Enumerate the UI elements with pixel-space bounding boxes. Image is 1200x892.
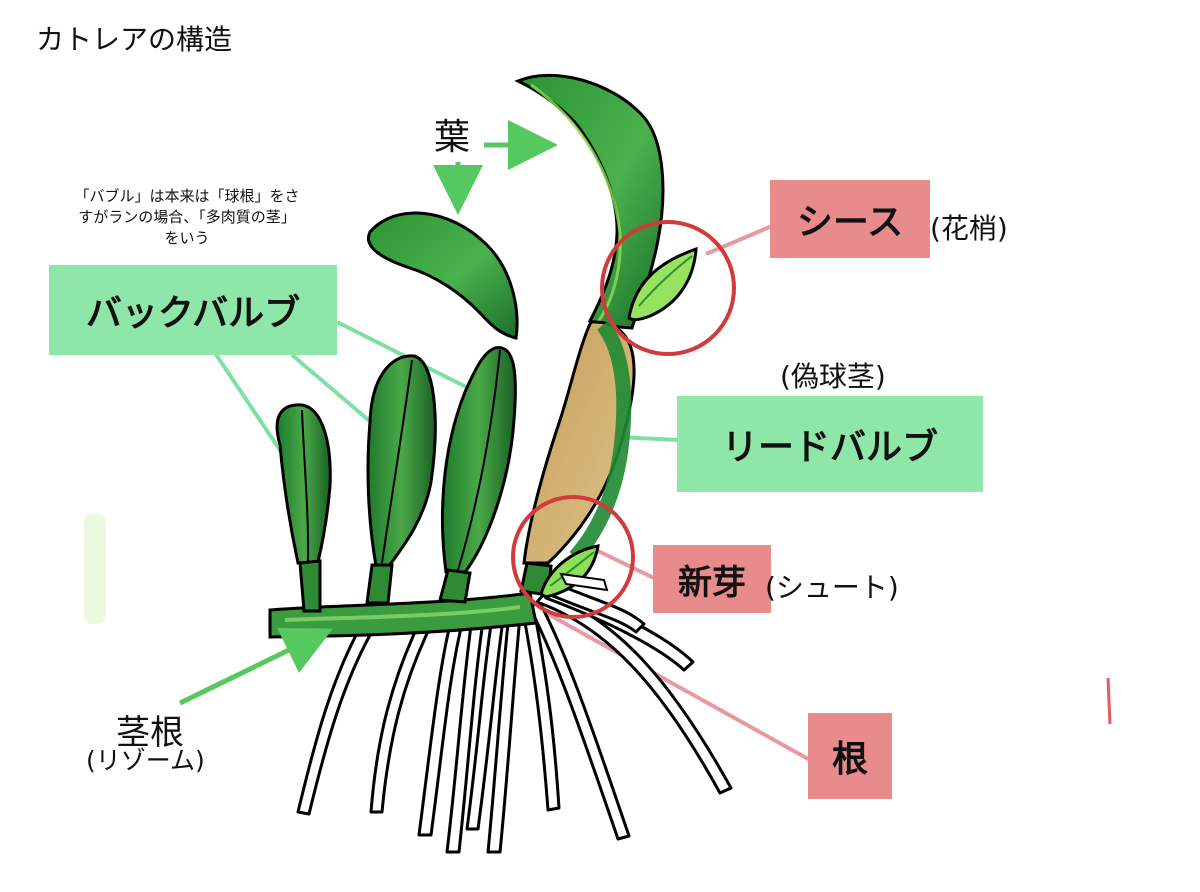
rhizome-label: 茎根 bbox=[116, 713, 184, 753]
lead-bulb-label-box: リードバルブ bbox=[677, 396, 983, 492]
green-arrows bbox=[178, 120, 558, 706]
sheath-aside-label: (花梢) bbox=[930, 212, 1008, 245]
note-line: をいう bbox=[164, 229, 210, 247]
sheath-label-box: シース bbox=[770, 180, 930, 258]
callout-circles bbox=[511, 220, 736, 619]
pseudobulb-aside-label: (偽球茎) bbox=[780, 360, 886, 393]
new-bud-label: 新芽 bbox=[678, 562, 746, 603]
back-bulb-label-box: バックバルブ bbox=[49, 265, 337, 355]
back-bulb-2 bbox=[365, 354, 437, 605]
lead-bulb bbox=[514, 73, 665, 597]
new-bud-aside-label: (シュート) bbox=[765, 571, 899, 604]
page-title: カトレアの構造 bbox=[36, 23, 233, 56]
leaf-label: 葉 bbox=[434, 117, 471, 158]
root-label-box: 根 bbox=[808, 713, 892, 799]
new-bud-shape bbox=[539, 544, 609, 599]
sheath-label: シース bbox=[796, 202, 904, 243]
roots bbox=[296, 583, 733, 854]
new-bud-label-box: 新芽 bbox=[653, 545, 771, 613]
back-bulb-3 bbox=[366, 211, 519, 604]
note-line: 「バブル」は本来は「球根」をさ bbox=[74, 187, 300, 205]
lead-bulb-label: リードバルブ bbox=[721, 427, 938, 468]
rhizome-aside-label: (リゾーム) bbox=[86, 746, 205, 775]
sheath-shape bbox=[627, 246, 698, 322]
root-label: 根 bbox=[831, 739, 868, 780]
green-arrow-icon bbox=[178, 628, 333, 706]
back-bulb-1 bbox=[275, 403, 332, 613]
background-smudges bbox=[84, 514, 1112, 725]
rhizome bbox=[268, 591, 538, 639]
bubble-explanation-note: 「バブル」は本来は「球根」をさ すがランの場合、「多肉質の茎」 をいう bbox=[22, 186, 352, 249]
note-line: すがランの場合、「多肉質の茎」 bbox=[78, 208, 296, 226]
back-bulb-label: バックバルブ bbox=[85, 293, 301, 334]
